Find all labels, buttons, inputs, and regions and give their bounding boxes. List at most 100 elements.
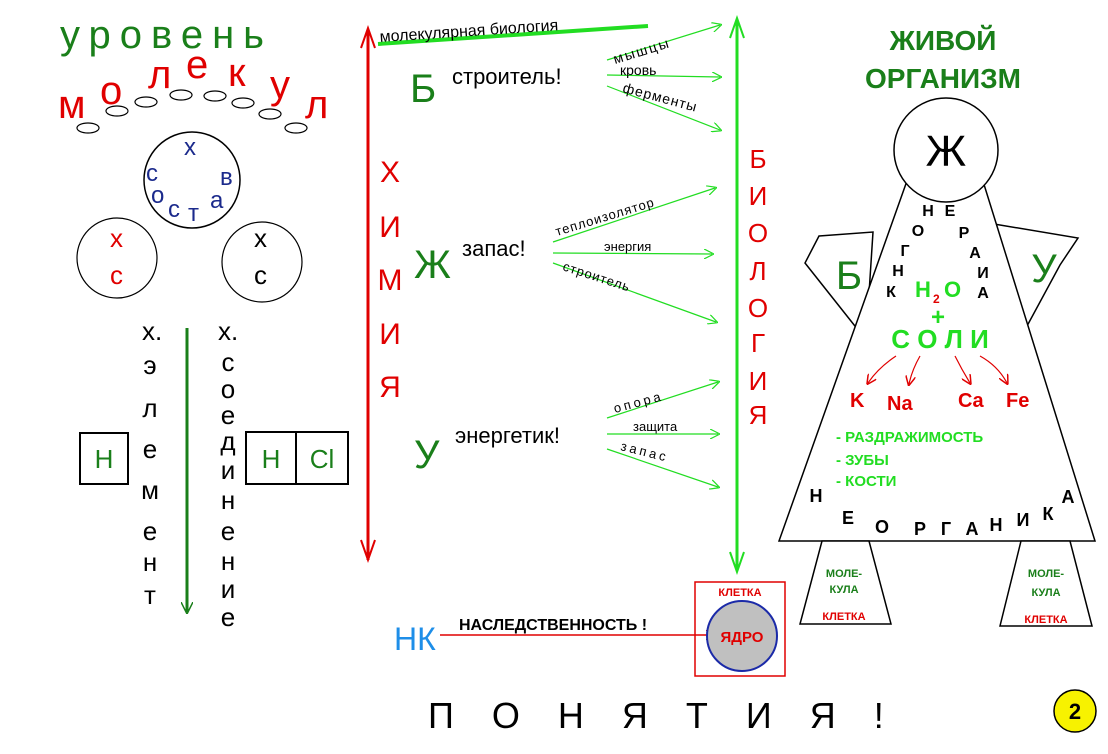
molecule-letter: у: [270, 63, 290, 107]
xs-left-x: х: [110, 223, 123, 253]
svg-text:А: А: [966, 519, 979, 539]
u-item-support: опора: [612, 388, 665, 416]
svg-text:м: м: [141, 475, 159, 505]
u-arrows: [606, 382, 718, 487]
organism-title-line1: ЖИВОЙ: [889, 24, 997, 56]
b-item-blood: кровь: [620, 62, 656, 78]
biology-word: Б И О Л О Г И Я: [748, 144, 768, 430]
compound-box-cl: [295, 431, 349, 485]
svg-text:е: е: [221, 516, 235, 546]
svg-text:т: т: [144, 580, 156, 610]
svg-text:И: И: [379, 211, 401, 244]
molecule-letter: л: [148, 53, 171, 97]
b-item-enzymes: ферменты: [621, 79, 699, 114]
element-word: э л е м е н т: [141, 350, 159, 610]
svg-text:с: с: [222, 347, 235, 377]
molecules-word: м о л е к у л: [58, 43, 328, 127]
compound-box-cl-label: Cl: [310, 444, 335, 474]
svg-text:И: И: [977, 265, 989, 282]
biology-arrow-head-bottom: [729, 551, 745, 576]
heredity-label: НАСЛЕДСТВЕННОСТЬ !: [459, 617, 647, 634]
svg-text:Р: Р: [914, 519, 926, 539]
svg-text:Я: Я: [379, 371, 401, 404]
chemistry-arrow-head-top: [360, 24, 376, 49]
molecule-letter: о: [100, 69, 122, 113]
svg-text:Я: Я: [749, 400, 768, 430]
zh-item-insulator: теплоизолятор: [553, 194, 656, 238]
water-sub: 2: [933, 292, 940, 306]
xs-circle-left: [76, 217, 158, 299]
zh-letter: Ж: [414, 243, 451, 287]
properties-list: - РАЗДРАЖИМОСТЬ - ЗУБЫ - КОСТИ: [836, 429, 983, 490]
xs-right-x: х: [254, 223, 267, 253]
u-phrase: энергетик!: [455, 423, 560, 448]
svg-text:А: А: [977, 285, 989, 302]
compound-box-h-label: H: [262, 444, 281, 474]
left-leg: [799, 540, 892, 625]
right-leg-mol1: МОЛЕ-: [1028, 568, 1065, 580]
element-box-h: [79, 432, 129, 485]
head-letter: Ж: [926, 127, 967, 176]
element-prefix: х.: [142, 316, 162, 346]
svg-text:- КОСТИ: - КОСТИ: [836, 473, 896, 490]
svg-text:е: е: [221, 400, 235, 430]
cell-box: [694, 581, 786, 677]
level-title: уровень: [60, 13, 273, 57]
left-leg-mol2: КУЛА: [829, 584, 858, 596]
svg-text:О: О: [912, 223, 924, 240]
svg-text:Р: Р: [959, 225, 970, 242]
svg-text:К: К: [886, 284, 896, 301]
svg-text:К: К: [1043, 504, 1055, 524]
zh-item-energy: энергия: [604, 239, 651, 254]
svg-text:э: э: [143, 350, 156, 380]
svg-text:Н: Н: [922, 203, 934, 220]
svg-text:А: А: [969, 245, 981, 262]
nucleus-label: ЯДРО: [721, 629, 764, 646]
chemistry-arrow-head-bottom: [360, 539, 376, 564]
svg-text:с: с: [168, 196, 180, 223]
svg-text:и: и: [221, 574, 236, 604]
svg-text:е: е: [143, 434, 157, 464]
left-arm-letter: Б: [836, 254, 862, 298]
svg-text:х: х: [184, 134, 196, 161]
right-leg-mol2: КУЛА: [1031, 587, 1060, 599]
right-arm-letter: У: [1031, 247, 1057, 291]
u-item-protection: защита: [633, 419, 678, 434]
concepts-footer: П О Н Я Т И Я !: [428, 695, 898, 736]
water-h: H: [915, 277, 931, 302]
svg-text:Н: Н: [990, 515, 1003, 535]
svg-text:А: А: [1062, 487, 1075, 507]
plus-sign: +: [931, 304, 945, 331]
left-leg-mol1: МОЛЕ-: [826, 568, 863, 580]
page-number-badge: [1053, 689, 1097, 733]
inorganic-word: Н Е О Р Г А Н И К А: [886, 203, 989, 302]
molecule-letter: е: [186, 43, 208, 87]
biology-arrow-head-top: [729, 14, 745, 39]
u-item-reserve: запас: [619, 438, 670, 464]
zh-item-builder: строитель: [561, 259, 632, 295]
svg-text:И: И: [379, 318, 401, 351]
svg-text:Б: Б: [749, 144, 766, 174]
molecule-letter: м: [58, 83, 86, 127]
page-number: 2: [1069, 699, 1081, 724]
svg-text:Е: Е: [945, 203, 956, 220]
svg-text:О: О: [875, 517, 889, 537]
b-arrows: [606, 25, 720, 130]
u-letter: У: [414, 433, 440, 477]
svg-text:Н: Н: [892, 263, 904, 280]
svg-text:е: е: [221, 602, 235, 632]
svg-text:Na: Na: [887, 393, 913, 415]
water-o: O: [944, 277, 961, 302]
nucleic-acids-label: НК: [394, 621, 436, 657]
svg-text:Л: Л: [749, 256, 766, 286]
svg-text:т: т: [188, 200, 199, 227]
right-leg-cell: КЛЕТКА: [1024, 614, 1067, 626]
svg-text:д: д: [220, 426, 235, 456]
svg-text:Е: Е: [842, 508, 854, 528]
svg-text:Н: Н: [810, 486, 823, 506]
svg-text:Fe: Fe: [1006, 390, 1029, 412]
svg-text:в: в: [220, 164, 233, 191]
molecular-biology-bar: [377, 24, 649, 46]
cell-box-label: КЛЕТКА: [718, 587, 761, 599]
molecular-biology-label: молекулярная биология: [379, 17, 559, 46]
